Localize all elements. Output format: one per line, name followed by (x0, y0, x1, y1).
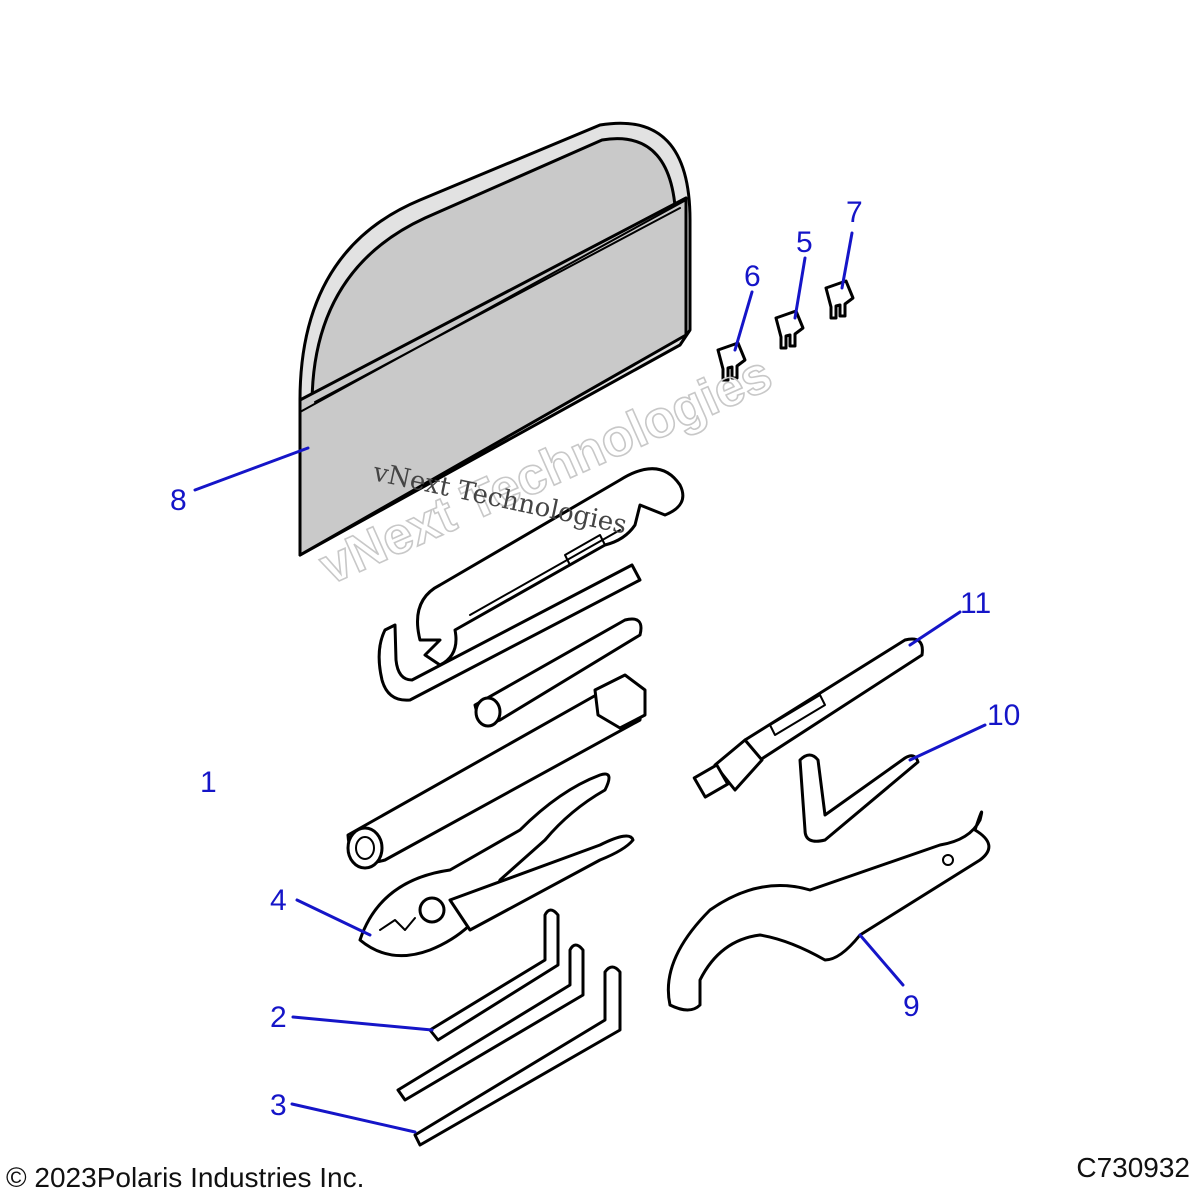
callout-8: 8 (170, 484, 187, 517)
leader-11 (908, 610, 962, 647)
spark-plug-socket[interactable] (346, 673, 647, 870)
open-end-wrench[interactable] (416, 467, 685, 667)
callout-10: 10 (987, 699, 1020, 732)
figure-id: C730932 (1076, 1152, 1190, 1183)
callouts: 1 2 3 4 5 6 7 8 9 10 11 (170, 196, 1020, 1122)
leader-4 (295, 898, 372, 937)
fuse-7[interactable] (824, 279, 855, 320)
torx-key-2[interactable] (428, 908, 560, 1042)
leader-lines (193, 231, 987, 1134)
callout-6: 6 (744, 260, 761, 293)
leader-6 (733, 290, 754, 352)
leader-10 (908, 723, 987, 762)
callout-4: 4 (270, 884, 287, 917)
leader-5 (793, 256, 807, 320)
torx-key-3[interactable] (413, 965, 622, 1147)
callout-2: 2 (270, 1001, 287, 1034)
spanner-wrench[interactable] (666, 810, 991, 1012)
callout-9: 9 (903, 990, 920, 1023)
callout-5: 5 (796, 226, 813, 259)
hex-key-large[interactable] (377, 563, 642, 702)
copyright-notice: © 2023Polaris Industries Inc. (6, 1162, 365, 1193)
callout-11: 11 (960, 587, 991, 620)
leader-8 (193, 446, 310, 492)
leader-3 (290, 1102, 417, 1134)
screwdriver-handle[interactable] (692, 637, 924, 799)
tool-pouch[interactable] (298, 121, 692, 557)
hex-key-small[interactable] (798, 753, 920, 843)
leader-2 (291, 1015, 434, 1032)
fuse-6[interactable] (716, 341, 747, 382)
leader-7 (840, 231, 854, 290)
callout-1: 1 (200, 766, 217, 799)
fuse-5[interactable] (774, 309, 805, 350)
pliers[interactable] (358, 772, 635, 958)
callout-7: 7 (846, 196, 863, 229)
callout-3: 3 (270, 1089, 287, 1122)
torx-key-mid[interactable] (396, 943, 585, 1102)
leader-9 (858, 933, 905, 987)
extension-bar[interactable] (473, 617, 643, 728)
